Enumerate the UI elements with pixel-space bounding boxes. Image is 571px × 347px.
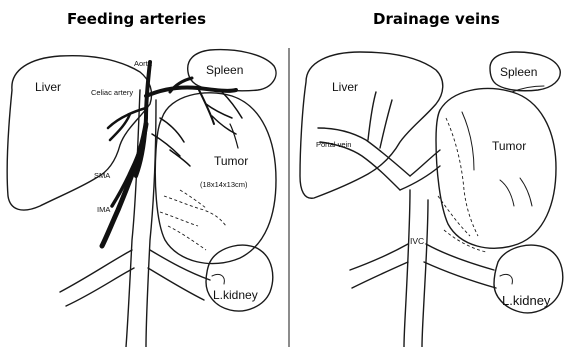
right-label-spleen: Spleen xyxy=(500,65,537,79)
left-label-tumor: Tumor xyxy=(214,154,248,168)
left-label-ima: IMA xyxy=(97,205,110,214)
left-label-sma: SMA xyxy=(94,171,110,180)
right-portal-vein-upper xyxy=(318,128,410,176)
right-tumor-vein-2 xyxy=(500,180,514,206)
right-tumor-vein-3 xyxy=(520,178,532,206)
right-panel-title: Drainage veins xyxy=(373,10,500,28)
left-label-kidney: L.kidney xyxy=(213,288,258,302)
right-panel-drainage-veins: Drainage veins Liver xyxy=(300,10,563,347)
left-label-tumor-size: (18x14x13cm) xyxy=(200,180,248,189)
left-dashed-vessel-4 xyxy=(180,190,206,208)
left-label-spleen: Spleen xyxy=(206,63,243,77)
right-dashed-vessel-2 xyxy=(438,196,470,236)
left-tumor-branch-8 xyxy=(230,124,238,148)
left-panel-title: Feeding arteries xyxy=(67,10,206,28)
left-aorta-outline-2 xyxy=(146,100,156,347)
left-dashed-vessel-2 xyxy=(160,212,198,226)
left-tumor-branch-3 xyxy=(212,116,236,134)
right-renal-vein-2 xyxy=(424,262,496,288)
right-ivc-left xyxy=(404,190,410,347)
right-label-portal-vein: Portal vein xyxy=(316,140,351,149)
left-label-celiac: Celiac artery xyxy=(91,88,133,97)
right-ivc-right xyxy=(422,200,428,347)
right-label-liver: Liver xyxy=(332,80,358,94)
right-splenic-vein-2 xyxy=(400,166,440,190)
left-aorta-outline xyxy=(126,90,140,347)
left-tumor-branch-5 xyxy=(160,118,184,142)
right-label-tumor: Tumor xyxy=(492,139,526,153)
right-kidney-hilum xyxy=(500,274,512,284)
left-label-liver: Liver xyxy=(35,80,61,94)
right-dashed-vessel-1 xyxy=(446,118,478,236)
left-kidney-hilum xyxy=(212,274,224,284)
right-portal-branch-up-2 xyxy=(380,100,392,148)
left-iliac-left-2 xyxy=(66,268,134,306)
left-iliac-left xyxy=(60,250,132,292)
right-portal-vein-lower xyxy=(320,142,400,190)
left-panel-feeding-arteries: Feeding arteries xyxy=(7,10,276,347)
left-celiac-branch-up xyxy=(170,78,192,92)
right-splenic-vein xyxy=(410,150,440,176)
right-label-ivc: IVC xyxy=(410,236,424,246)
left-iliac-right-2 xyxy=(148,268,204,300)
left-dashed-vessel-1 xyxy=(164,196,226,226)
right-tumor-shape xyxy=(436,89,556,249)
left-tumor-shape xyxy=(155,93,276,264)
left-tumor-branch-7 xyxy=(170,150,190,166)
right-portal-branch-up xyxy=(368,92,376,140)
right-tumor-vein-1 xyxy=(462,112,474,170)
right-liver-shape xyxy=(300,52,443,198)
left-label-aorta: Aorta xyxy=(134,59,153,68)
left-dashed-vessel-3 xyxy=(168,226,206,250)
right-label-kidney: L.kidney xyxy=(502,293,551,308)
